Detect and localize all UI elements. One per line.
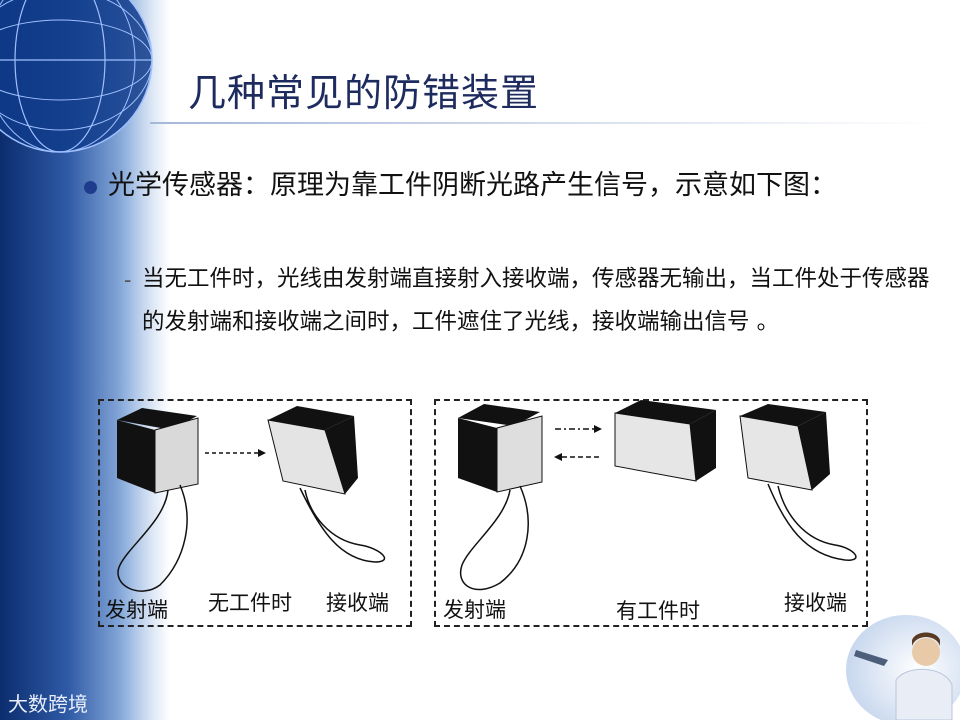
workpiece-block bbox=[615, 400, 716, 481]
receiver-cube-right bbox=[740, 404, 830, 490]
emitter-cable-left bbox=[118, 485, 187, 591]
watermark-text: 大数跨境 bbox=[8, 688, 88, 717]
emitter-label-left: 发射端 bbox=[105, 594, 168, 624]
state-label-no-workpiece: 无工件时 bbox=[208, 587, 292, 617]
emitter-cube-left bbox=[117, 408, 198, 493]
reflected-arrowhead bbox=[554, 453, 562, 461]
outgoing-arrowhead bbox=[594, 425, 602, 433]
light-beam-arrowhead bbox=[258, 449, 266, 457]
receiver-cable-right bbox=[768, 484, 856, 560]
receiver-cable-left bbox=[300, 488, 384, 562]
emitter-cube-right bbox=[458, 404, 542, 492]
state-label-with-workpiece: 有工件时 bbox=[616, 595, 700, 625]
receiver-label-left: 接收端 bbox=[326, 587, 389, 617]
emitter-cable-right bbox=[461, 486, 529, 590]
emitter-label-right: 发射端 bbox=[443, 594, 506, 624]
person-photo bbox=[826, 610, 960, 720]
receiver-cube-left bbox=[268, 406, 358, 494]
